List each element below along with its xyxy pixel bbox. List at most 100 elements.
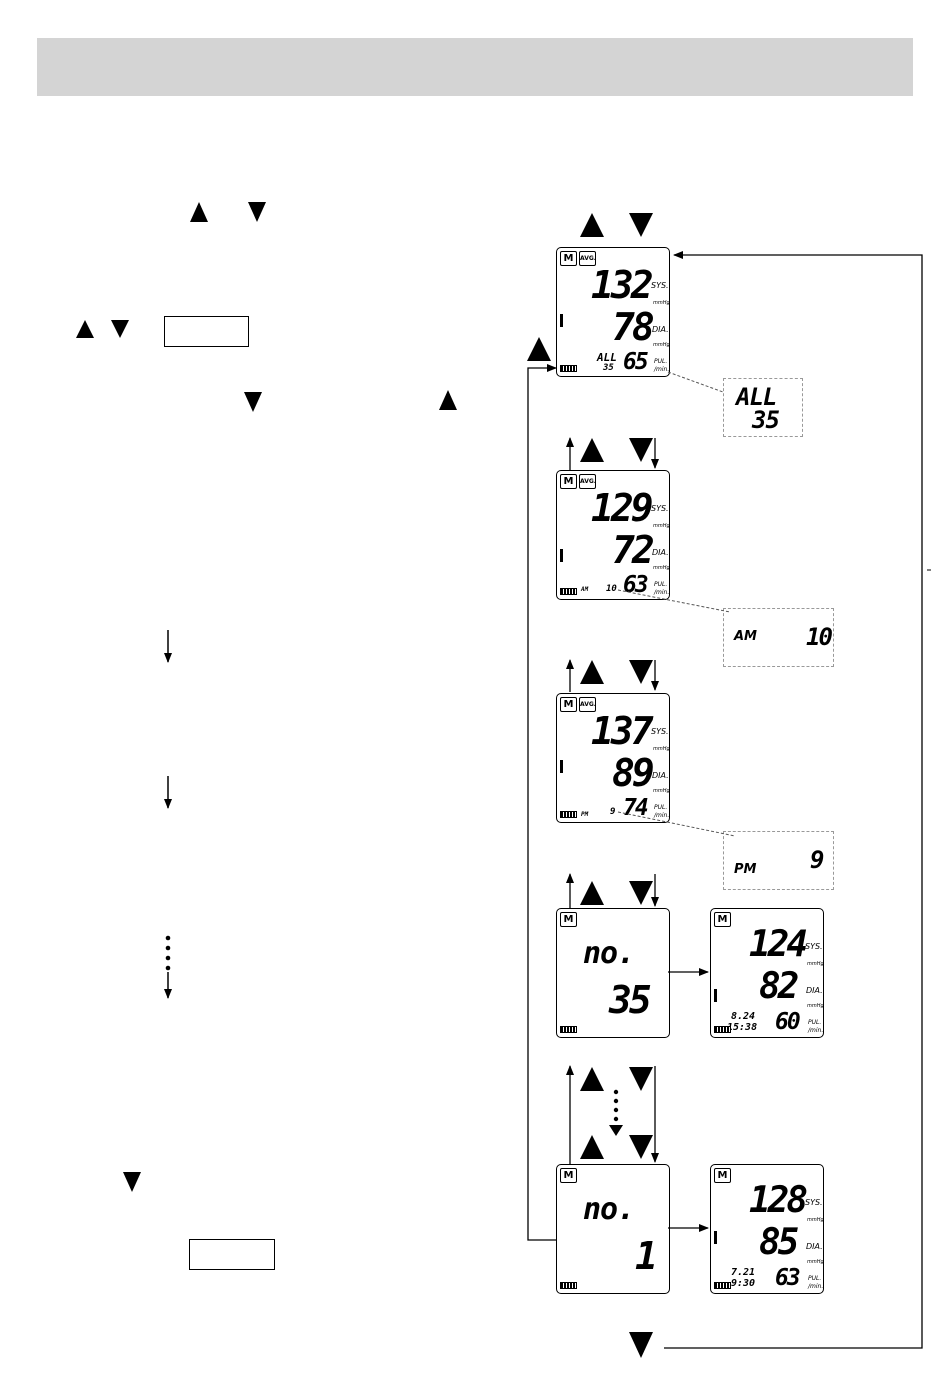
lcd-display-average-all: M AVG. 132 SYS. mmHg 78 DIA. mmHg ALL 35… [556, 247, 670, 377]
mmhg-unit: mmHg [653, 523, 670, 529]
lcd-display-record-1: M 128 SYS. mmHg 85 DIA. mmHg 7.21 9:30 6… [710, 1164, 824, 1294]
pulse-unit: PUL. [654, 581, 668, 588]
memory-icon: M [560, 251, 577, 266]
pulse-unit: PUL. [808, 1019, 822, 1026]
memory-icon: M [560, 1168, 577, 1183]
memory-number: 35 [609, 978, 652, 1022]
mmhg-unit: mmHg [807, 1259, 824, 1265]
systolic-value: 132 [591, 263, 654, 307]
pulse-unit: PUL. [654, 358, 668, 365]
memory-label: no. [583, 1192, 635, 1227]
diastolic-unit: DIA. [806, 986, 823, 995]
wraparound-loop-line [664, 251, 923, 1349]
systolic-unit: SYS. [805, 1198, 823, 1207]
up-triangle-icon [580, 660, 604, 684]
memory-icon: M [714, 1168, 731, 1183]
down-triangle-icon [111, 320, 129, 338]
lcd-display-record-35: M 124 SYS. mmHg 82 DIA. mmHg 8.24 15:38 … [710, 908, 824, 1038]
callout-tag: PM [734, 862, 757, 877]
memory-icon: M [560, 912, 577, 927]
record-time: 15:38 [727, 1022, 758, 1033]
battery-icon [714, 1282, 731, 1289]
pulse-value: 65 [623, 349, 649, 375]
side-arrows [566, 437, 659, 1164]
callout-am: AM 10 [723, 608, 834, 667]
level-bar [714, 989, 717, 1002]
battery-icon [560, 588, 577, 595]
button-label-box [189, 1239, 275, 1270]
systolic-unit: SYS. [651, 281, 669, 290]
mmhg-unit: mmHg [807, 961, 824, 967]
down-triangle-icon [629, 213, 653, 237]
diastolic-unit: DIA. [652, 548, 669, 557]
systolic-value: 129 [591, 486, 654, 530]
pm-tag: PM [581, 811, 589, 818]
pulse-unit: PUL. [808, 1275, 822, 1282]
mmhg-unit: mmHg [807, 1003, 824, 1009]
diastolic-unit: DIA. [652, 771, 669, 780]
level-bar [560, 549, 563, 562]
pulse-value: 74 [623, 795, 649, 821]
memory-icon: M [560, 697, 577, 712]
down-triangle-icon [629, 1067, 653, 1091]
per-minute-unit: /min. [808, 1283, 824, 1290]
callout-count: 9 [810, 846, 825, 874]
header-bar [37, 38, 913, 96]
diastolic-value: 82 [759, 966, 799, 1007]
level-bar [560, 760, 563, 773]
record-date: 7.21 [731, 1267, 756, 1278]
systolic-unit: SYS. [805, 942, 823, 951]
callout-all: ALL 35 [723, 378, 803, 437]
up-triangle-icon [439, 390, 457, 410]
pulse-value: 63 [775, 1265, 801, 1291]
am-tag: AM [581, 586, 589, 593]
mmhg-unit: mmHg [653, 565, 670, 571]
systolic-unit: SYS. [651, 504, 669, 513]
up-triangle-icon [580, 213, 604, 237]
systolic-unit: SYS. [651, 727, 669, 736]
mmhg-unit: mmHg [653, 746, 670, 752]
mmhg-unit: mmHg [653, 300, 670, 306]
reading-count: 9 [610, 807, 616, 817]
per-minute-unit: /min. [654, 812, 670, 819]
systolic-value: 128 [749, 1180, 808, 1221]
lcd-display-average-am: M AVG. 129 SYS. mmHg 72 DIA. mmHg AM 10 … [556, 470, 670, 600]
dotted-flow-arrow [609, 1089, 623, 1136]
down-triangle-icon [629, 1332, 653, 1358]
reading-count: 10 [606, 584, 617, 594]
up-triangle-icon [580, 1067, 604, 1091]
diastolic-value: 85 [759, 1222, 799, 1263]
pulse-value: 63 [623, 572, 649, 598]
callout-count: 35 [752, 406, 780, 434]
lcd-display-memory-number-1: M no. 1 [556, 1164, 670, 1294]
record-time: 9:30 [731, 1278, 756, 1289]
battery-icon [560, 1026, 577, 1033]
callout-count: 10 [806, 623, 833, 651]
up-triangle-icon [580, 881, 604, 905]
diastolic-value: 89 [612, 751, 655, 795]
return-loop-line [527, 364, 557, 1241]
per-minute-unit: /min. [654, 589, 670, 596]
memory-number: 1 [635, 1234, 658, 1278]
battery-icon [714, 1026, 731, 1033]
battery-icon [560, 365, 577, 372]
down-triangle-icon [629, 438, 653, 462]
pulse-unit: PUL. [654, 804, 668, 811]
callout-leader [617, 811, 736, 837]
up-triangle-icon [76, 320, 94, 338]
dotted-flow-arrow [164, 935, 172, 999]
record-date: 8.24 [731, 1011, 756, 1022]
up-triangle-icon [580, 1135, 604, 1159]
diastolic-unit: DIA. [806, 1242, 823, 1251]
average-icon: AVG. [579, 474, 596, 489]
button-label-box [164, 316, 249, 347]
down-triangle-icon [629, 1135, 653, 1159]
mmhg-unit: mmHg [653, 788, 670, 794]
diastolic-unit: DIA. [652, 325, 669, 334]
average-icon: AVG. [579, 251, 596, 266]
callout-tag: AM [734, 629, 757, 644]
level-bar [714, 1231, 717, 1244]
systolic-value: 137 [591, 709, 654, 753]
level-bar [560, 314, 563, 327]
